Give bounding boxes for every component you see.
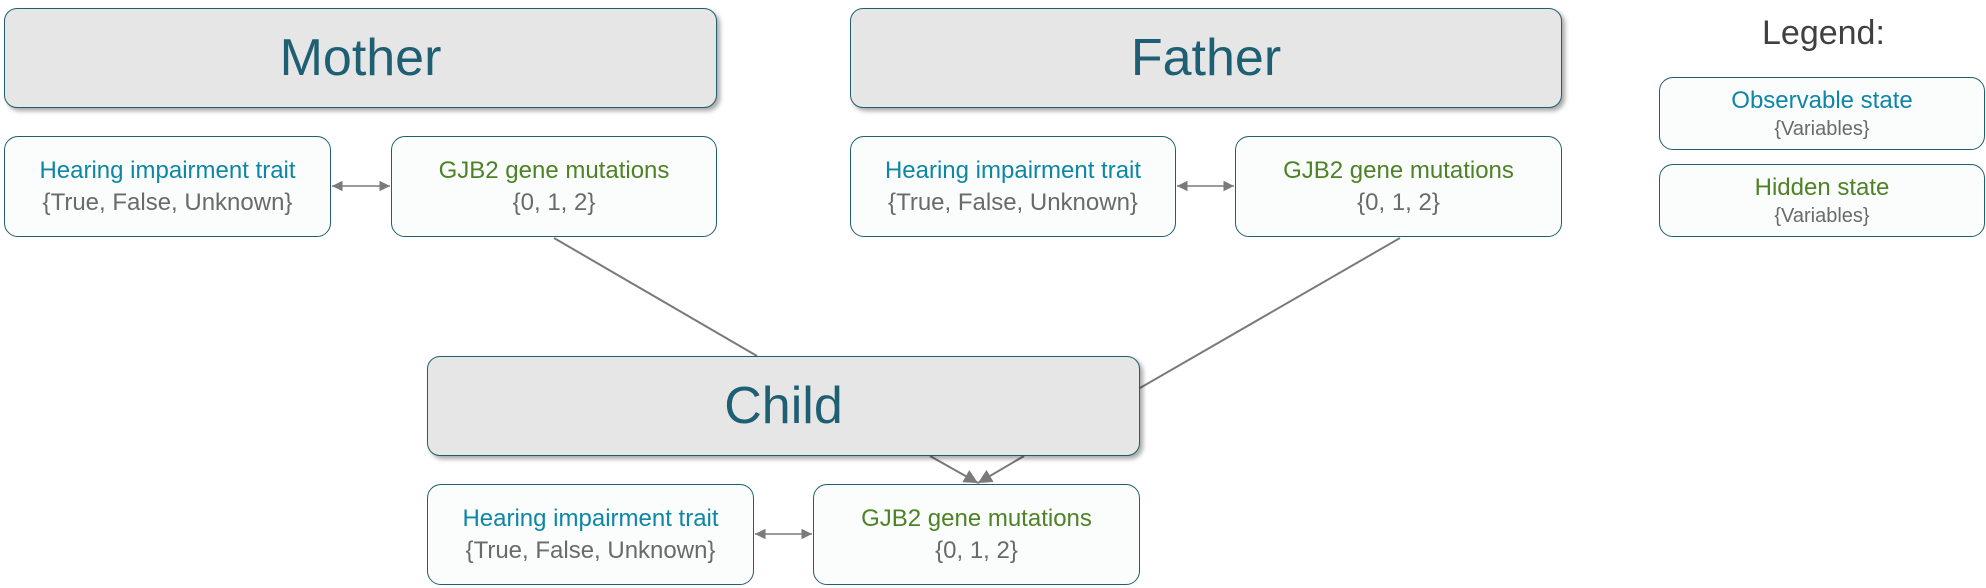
- child-to-gene-edge-left: [929, 455, 979, 484]
- father-trait-node: Hearing impairment trait {True, False, U…: [850, 136, 1176, 237]
- child-to-gene-edge-right: [977, 455, 1025, 484]
- mother-trait-values: {True, False, Unknown}: [42, 188, 293, 216]
- mother-gene-node: GJB2 gene mutations {0, 1, 2}: [391, 136, 717, 237]
- father-trait-values: {True, False, Unknown}: [888, 188, 1138, 216]
- mother-gene-label: GJB2 gene mutations: [438, 157, 670, 185]
- father-trait-label: Hearing impairment trait: [884, 157, 1142, 185]
- legend-observable-node: Observable state {Variables}: [1659, 77, 1985, 150]
- father-gene-node: GJB2 gene mutations {0, 1, 2}: [1235, 136, 1562, 237]
- father-gene-to-child-edge: [1139, 237, 1401, 389]
- child-gene-values: {0, 1, 2}: [935, 536, 1018, 564]
- mother-gene-to-child-edge: [553, 237, 758, 357]
- child-title: Child: [724, 377, 843, 435]
- child-trait-label: Hearing impairment trait: [462, 505, 719, 533]
- child-gene-label: GJB2 gene mutations: [861, 505, 1092, 533]
- child-trait-node: Hearing impairment trait {True, False, U…: [427, 484, 754, 585]
- legend-hidden-values: {Variables}: [1774, 205, 1870, 228]
- mother-title: Mother: [279, 29, 442, 87]
- legend-title: Legend:: [1762, 14, 1885, 52]
- legend-hidden-node: Hidden state {Variables}: [1659, 164, 1985, 237]
- legend-observable-values: {Variables}: [1774, 118, 1870, 141]
- father-title: Father: [1130, 29, 1282, 87]
- child-gene-node: GJB2 gene mutations {0, 1, 2}: [813, 484, 1140, 585]
- father-gene-values: {0, 1, 2}: [1357, 188, 1440, 216]
- mother-gene-values: {0, 1, 2}: [512, 188, 596, 216]
- child-trait-values: {True, False, Unknown}: [465, 536, 716, 564]
- mother-trait-label: Hearing impairment trait: [39, 157, 296, 185]
- legend-hidden-label: Hidden state: [1754, 173, 1890, 201]
- mother-trait-node: Hearing impairment trait {True, False, U…: [4, 136, 331, 237]
- father-header: Father: [850, 8, 1562, 108]
- legend-observable-label: Observable state: [1731, 86, 1913, 114]
- father-gene-label: GJB2 gene mutations: [1283, 157, 1514, 185]
- child-header: Child: [427, 356, 1140, 456]
- mother-header: Mother: [4, 8, 717, 108]
